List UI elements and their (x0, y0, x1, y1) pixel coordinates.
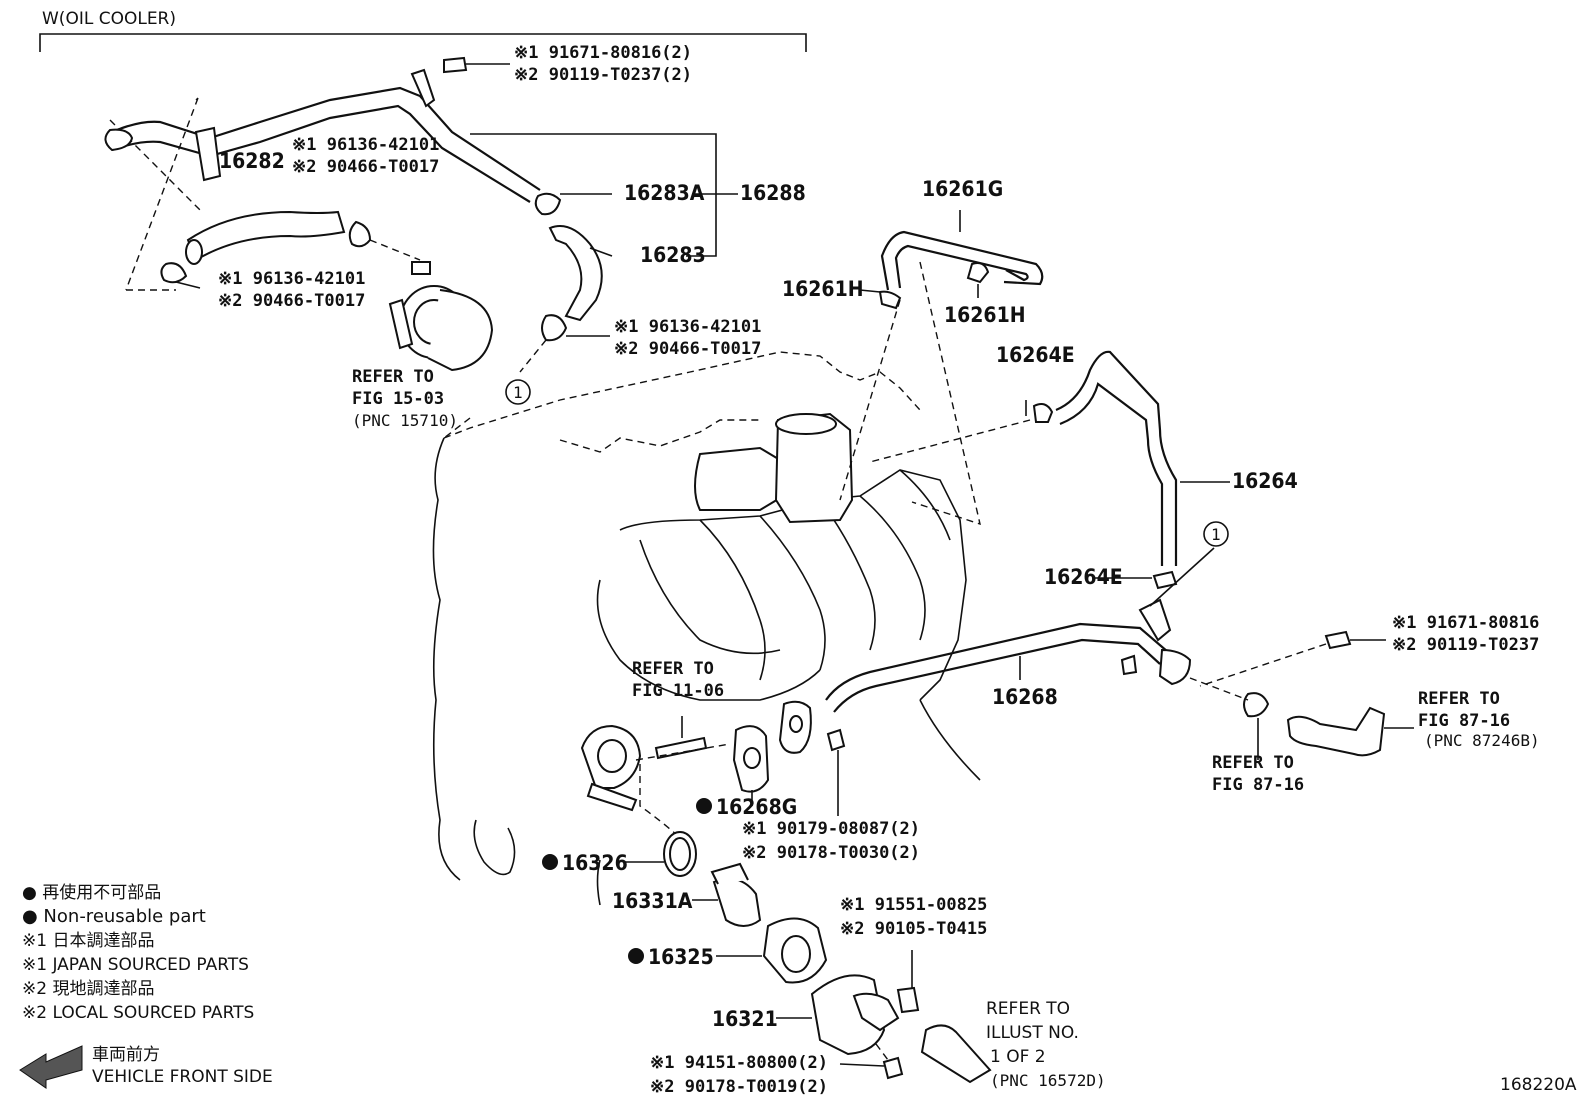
callout-91551-00825: ※1 91551-00825 (840, 895, 987, 915)
callout-91671-80816-right: ※1 91671-80816 (1392, 613, 1539, 633)
part-16283: 16283 (640, 243, 706, 267)
group-label: W(OIL COOLER) (42, 9, 176, 29)
callout-90178-T0030: ※2 90178-T0030(2) (742, 843, 920, 863)
thermostat-assembly (580, 716, 992, 1084)
ref-87-16-right-line2: FIG 87-16 (1418, 711, 1510, 731)
ref-illust-line4: (PNC 16572D) (990, 1071, 1106, 1090)
ref-15-03-line1: REFER TO (352, 367, 434, 387)
non-reusable-dot (542, 854, 558, 870)
callout-90179-08087: ※1 90179-08087(2) (742, 819, 920, 839)
part-16261H-right: 16261H (944, 303, 1026, 327)
part-16261H-left: 16261H (782, 277, 864, 301)
part-16288: 16288 (740, 181, 806, 205)
callout-90119-T0237-right: ※2 90119-T0237 (1392, 635, 1539, 655)
ref-87-16-bottom-line2: FIG 87-16 (1212, 775, 1304, 795)
legend-front-en: VEHICLE FRONT SIDE (92, 1067, 273, 1087)
ref-illust-line1: REFER TO (986, 999, 1070, 1019)
part-16261G: 16261G (922, 177, 1003, 201)
ref-illust-line2: ILLUST NO. (986, 1023, 1079, 1043)
callout-90466-T0017-c: ※2 90466-T0017 (614, 339, 761, 359)
engine-block (432, 351, 981, 906)
callout-90466-T0017-b: ※2 90466-T0017 (218, 291, 365, 311)
non-reusable-dot (696, 798, 712, 814)
hose-16264 (869, 350, 1230, 590)
group-bracket (39, 33, 807, 52)
callout-90105-T0415: ※2 90105-T0415 (840, 919, 987, 939)
callout-90119-T0237: ※2 90119-T0237(2) (514, 65, 692, 85)
callout-96136-42101-c: ※1 96136-42101 (614, 317, 761, 337)
legend: ● 再使用不可部品 ● Non-reusable part ※1 日本調達部品 … (19, 882, 273, 1089)
part-16268: 16268 (992, 685, 1058, 709)
callout-96136-42101-a: ※1 96136-42101 (292, 135, 439, 155)
legend-nonreusable-jp: ● 再使用不可部品 (22, 882, 161, 903)
ref-87-16-bottom-line1: REFER TO (1212, 753, 1294, 773)
ref-illust-line3: 1 OF 2 (990, 1047, 1046, 1067)
circle-marker: 1 (513, 383, 523, 402)
part-16331A: 16331A (612, 889, 693, 913)
part-16268G: 16268G (716, 795, 797, 819)
part-number-labels: 16282 16283A 16288 16283 16261G 16261H 1… (219, 149, 1298, 1031)
callout-90466-T0017-a: ※2 90466-T0017 (292, 157, 439, 177)
callout-90178-T0019: ※2 90178-T0019(2) (650, 1077, 828, 1097)
ref-87-16-right-line3: (PNC 87246B) (1424, 731, 1540, 750)
part-16264E-bottom: 16264E (1044, 565, 1123, 589)
ref-11-06-line2: FIG 11-06 (632, 681, 724, 701)
part-16321: 16321 (712, 1007, 778, 1031)
sourcing-callouts: ※1 91671-80816(2) ※2 90119-T0237(2) ※1 9… (218, 43, 1539, 1097)
ref-11-06-line1: REFER TO (632, 659, 714, 679)
ref-15-03-line3: (PNC 15710) (352, 411, 458, 430)
non-reusable-dot (628, 948, 644, 964)
legend-local-jp: ※2 現地調達部品 (22, 979, 154, 999)
legend-front-jp: 車両前方 (92, 1045, 160, 1065)
part-16264: 16264 (1232, 469, 1298, 493)
part-16264E-top: 16264E (996, 343, 1075, 367)
callout-94151-80800: ※1 94151-80800(2) (650, 1053, 828, 1073)
oil-cooler-group: W(OIL COOLER) (39, 9, 807, 52)
vehicle-front-arrow-icon (19, 1045, 83, 1089)
reference-notes: REFER TO FIG 15-03 (PNC 15710) REFER TO … (352, 367, 1540, 1090)
oil-cooler-assembly: 1 (104, 56, 738, 439)
callout-91671-80816: ※1 91671-80816(2) (514, 43, 692, 63)
legend-japan-jp: ※1 日本調達部品 (22, 931, 154, 951)
illustration-id: 168220A (1500, 1075, 1577, 1095)
part-16325: 16325 (648, 945, 714, 969)
circle-marker: 1 (1211, 525, 1221, 544)
hose-16261G (839, 210, 1044, 526)
legend-local-en: ※2 LOCAL SOURCED PARTS (22, 1003, 254, 1023)
pipe-16268: 1 (778, 521, 1414, 816)
ref-87-16-right-line1: REFER TO (1418, 689, 1500, 709)
legend-nonreusable-en: ● Non-reusable part (22, 906, 206, 927)
part-16282: 16282 (219, 149, 285, 173)
legend-japan-en: ※1 JAPAN SOURCED PARTS (22, 955, 249, 975)
part-16283A: 16283A (624, 181, 705, 205)
part-16326: 16326 (562, 851, 628, 875)
ref-15-03-line2: FIG 15-03 (352, 389, 444, 409)
callout-96136-42101-b: ※1 96136-42101 (218, 269, 365, 289)
